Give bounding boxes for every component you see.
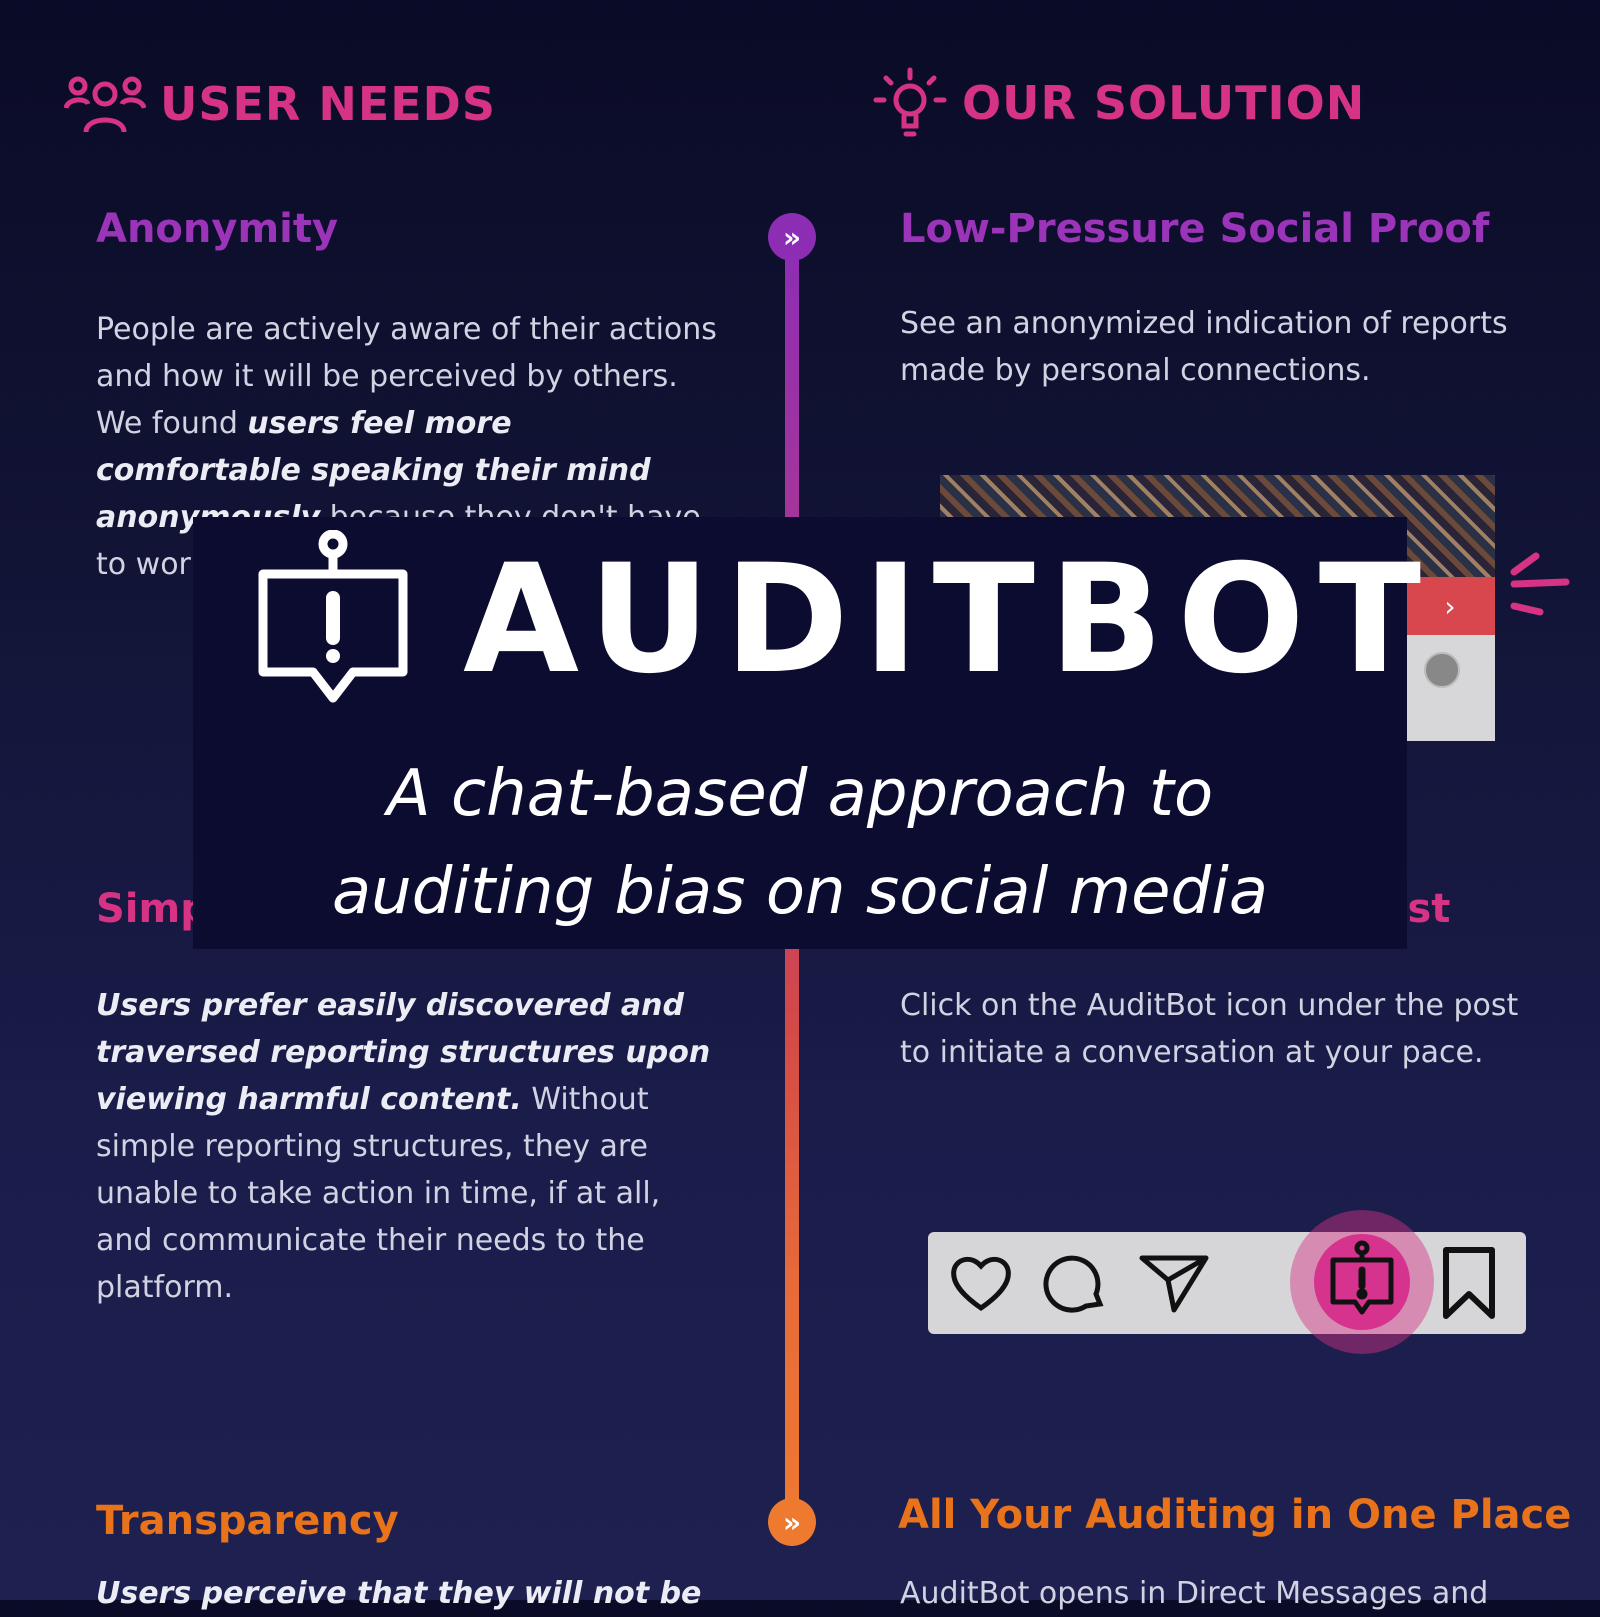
need-title: Anonymity (96, 206, 339, 252)
avatar (1424, 652, 1460, 688)
solution-title: All Your Auditing in One Place (898, 1492, 1572, 1538)
sparkle-icon (1510, 552, 1570, 616)
need-description: Users prefer easily discovered and trave… (96, 988, 711, 1305)
solution-description: See an anonymized indication of reports … (900, 306, 1508, 388)
users-icon (64, 72, 146, 136)
auditbot-button[interactable] (1314, 1234, 1410, 1330)
post-action-bar (928, 1232, 1526, 1334)
tagline-line: A chat-based approach to (386, 757, 1214, 831)
tagline: A chat-based approach to auditing bias o… (193, 745, 1407, 941)
brand-lockup: AUDITBOT (253, 529, 1436, 710)
report-indicator: › (1405, 577, 1495, 635)
comment-icon[interactable] (1042, 1252, 1108, 1318)
chevrons-right-icon: » (782, 220, 802, 254)
section-title: USER NEEDS (160, 77, 496, 131)
send-icon[interactable] (1138, 1252, 1210, 1318)
tagline-line: auditing bias on social media (331, 855, 1269, 929)
timeline-node: » (768, 213, 816, 261)
need-title: Simp (96, 886, 209, 932)
chevrons-right-icon: » (782, 1505, 802, 1539)
bookmark-icon[interactable] (1440, 1246, 1498, 1324)
auditbot-banner (193, 517, 1407, 949)
auditbot-icon (1327, 1240, 1397, 1324)
chevron-right-icon: › (1444, 589, 1456, 623)
heart-icon[interactable] (948, 1252, 1014, 1318)
solution-description: AuditBot opens in Direct Messages and (900, 1576, 1489, 1611)
alert-chat-icon (253, 529, 413, 710)
solution-title: Low-Pressure Social Proof (900, 206, 1490, 252)
user-needs-header: USER NEEDS (64, 72, 496, 136)
our-solution-header: OUR SOLUTION (872, 66, 1365, 140)
brand-title: AUDITBOT (463, 533, 1436, 707)
lightbulb-icon (872, 66, 948, 140)
solution-description: Click on the AuditBot icon under the pos… (900, 988, 1519, 1070)
section-title: OUR SOLUTION (962, 76, 1366, 130)
timeline-node: » (768, 1498, 816, 1546)
need-description: Users perceive that they will not be (96, 1576, 702, 1611)
need-title: Transparency (96, 1498, 399, 1544)
